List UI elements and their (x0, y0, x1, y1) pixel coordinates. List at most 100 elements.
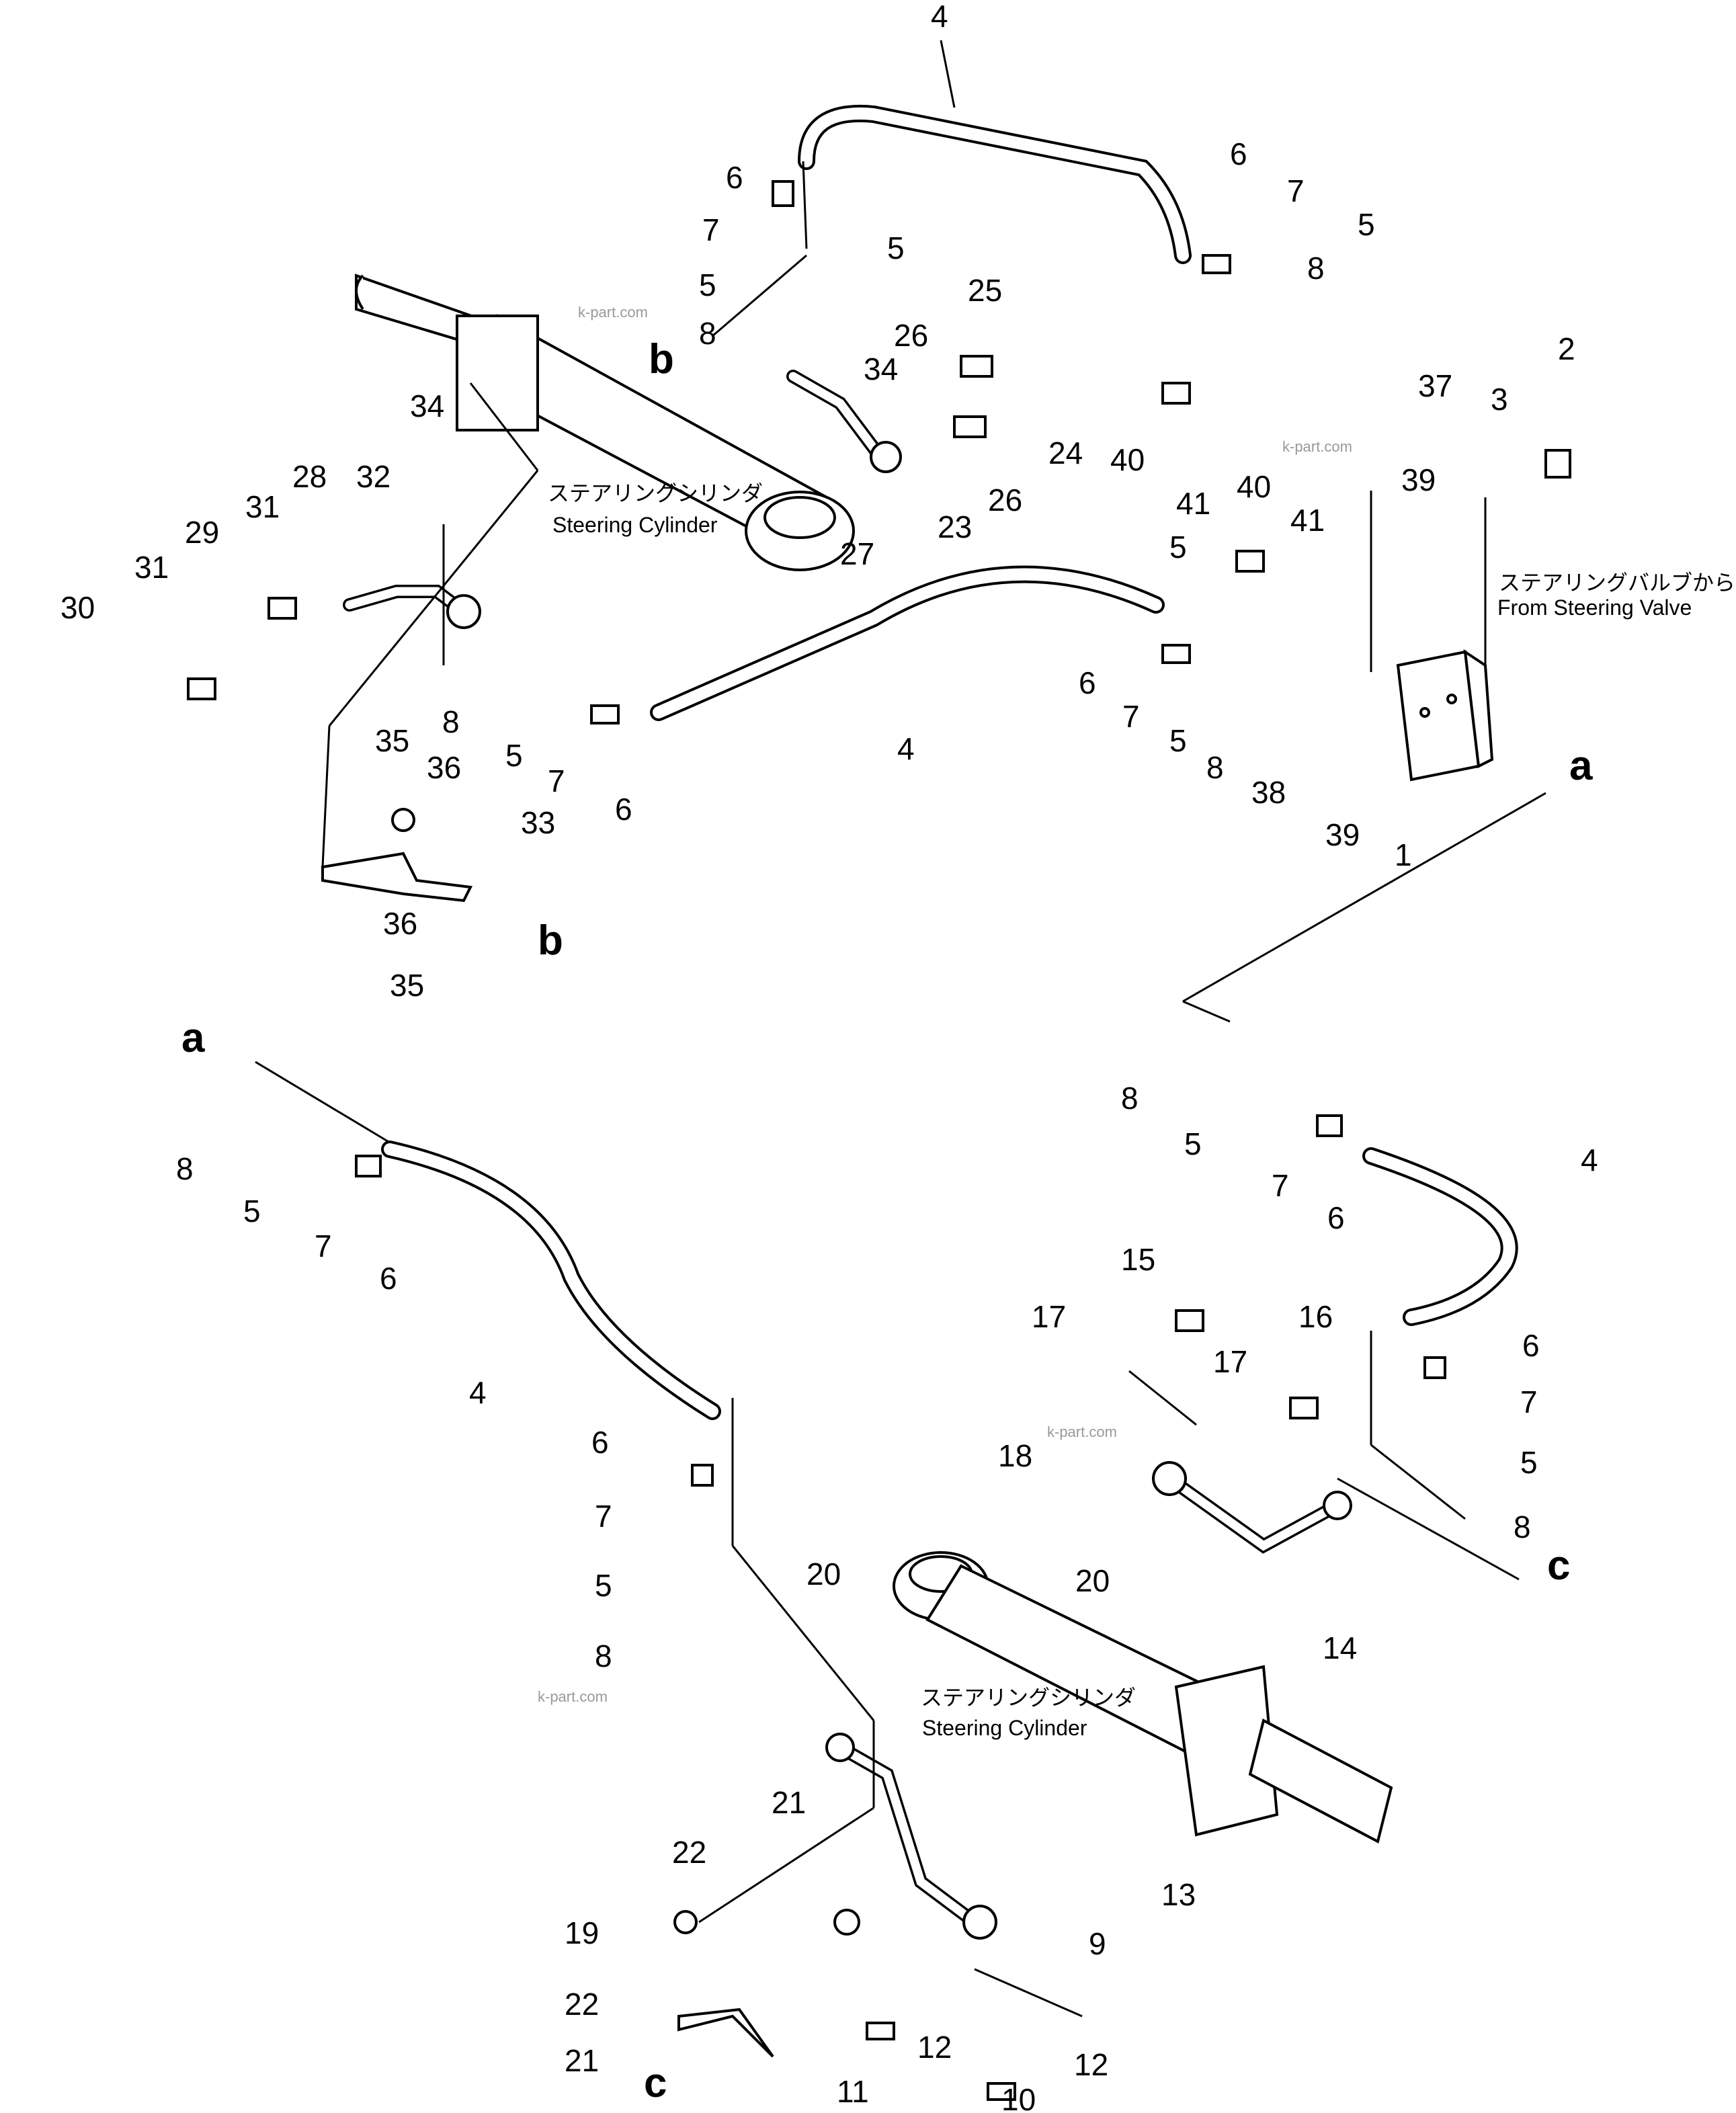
callout: 5 (243, 1194, 261, 1229)
letter-mark-a: a (1569, 743, 1593, 789)
watermarks: k-part.com k-part.com k-part.com k-part.… (538, 304, 1352, 1705)
letter-mark-b: b (538, 917, 563, 964)
callout: 27 (840, 536, 874, 571)
callout: 41 (1176, 486, 1210, 521)
callout: 5 (595, 1568, 612, 1603)
callout: 21 (565, 2043, 599, 2078)
callout: 40 (1110, 442, 1145, 477)
watermark: k-part.com (578, 304, 648, 321)
callout: 41 (1290, 503, 1325, 538)
callout: 7 (595, 1499, 612, 1534)
letter-mark-c: c (644, 2060, 667, 2106)
callout: 11 (837, 2074, 869, 2109)
callout: 8 (442, 704, 460, 739)
callout: 7 (1122, 699, 1140, 734)
callout: 40 (1237, 469, 1271, 504)
callout: 34 (864, 351, 898, 386)
callout: 16 (1298, 1299, 1333, 1334)
callout: 22 (565, 1987, 599, 2022)
callout: 8 (176, 1151, 194, 1186)
callout: 8 (1514, 1509, 1531, 1544)
callout: 8 (699, 316, 716, 351)
callout: 17 (1032, 1299, 1066, 1334)
callout: 10 (1001, 2082, 1036, 2113)
text-labels: ステアリングシリンダ Steering Cylinder ステアリングバルブから… (548, 481, 1735, 1740)
callout: 5 (1520, 1445, 1538, 1480)
letter-mark-c: c (1547, 1542, 1570, 1589)
cylinder-label-upper-jp: ステアリングシリンダ (548, 481, 763, 505)
callout: 12 (1074, 2047, 1108, 2082)
callouts: 4 6 7 5 5 8 25 26 34 24 26 23 27 6 7 5 8… (60, 0, 1598, 2113)
callout: 7 (1520, 1384, 1538, 1419)
callout: 1 (1395, 837, 1412, 872)
valve-label-jp: ステアリングバルブから (1499, 571, 1735, 595)
cylinder-label-lower-jp: ステアリングシリンダ (921, 1686, 1136, 1710)
tubes (343, 370, 1344, 1929)
callout: 35 (375, 723, 409, 758)
callout: 21 (772, 1785, 806, 1820)
callout: 20 (807, 1557, 841, 1591)
callout: 22 (672, 1835, 706, 1870)
leader-lines (255, 40, 1546, 2018)
callout: 8 (595, 1639, 612, 1673)
steering-cylinder-lower (893, 1551, 1393, 1843)
callout: 8 (1121, 1081, 1139, 1116)
callout: 38 (1251, 775, 1286, 810)
callout: 34 (410, 388, 444, 423)
callout: 33 (521, 805, 555, 840)
callout: 6 (726, 160, 743, 195)
callout: 8 (1307, 251, 1325, 286)
letter-mark-a: a (181, 1015, 205, 1061)
callout: 6 (1230, 136, 1247, 171)
callout: 6 (1327, 1200, 1345, 1235)
callout: 20 (1075, 1563, 1110, 1598)
callout: 2 (1558, 331, 1575, 366)
callout: 28 (292, 459, 327, 494)
callout: 6 (615, 792, 632, 827)
callout: 4 (897, 731, 915, 766)
letter-marks: b a b a c c (181, 336, 1593, 2106)
valve-block (1396, 649, 1494, 782)
hardware (187, 180, 1571, 2101)
cylinder-label-lower-en: Steering Cylinder (922, 1716, 1087, 1740)
callout: 7 (702, 212, 720, 247)
callout: 7 (1272, 1168, 1289, 1203)
callout: 5 (1169, 530, 1187, 565)
callout: 36 (383, 906, 417, 941)
callout: 39 (1325, 817, 1360, 852)
callout: 12 (917, 2030, 952, 2065)
callout: 5 (887, 231, 905, 265)
callout: 4 (931, 0, 948, 34)
callout: 5 (505, 738, 523, 773)
callout: 26 (988, 483, 1022, 517)
callout: 25 (968, 273, 1002, 308)
callout: 24 (1048, 436, 1083, 470)
watermark: k-part.com (538, 1688, 608, 1705)
callout: 7 (1287, 173, 1305, 208)
callout: 17 (1213, 1344, 1247, 1379)
callout: 35 (390, 968, 424, 1003)
callout: 14 (1323, 1630, 1357, 1665)
callout: 30 (60, 590, 95, 625)
callout: 6 (1079, 665, 1096, 700)
callout: 7 (315, 1229, 332, 1263)
callout: 6 (591, 1425, 609, 1460)
steering-cylinder-upper (355, 274, 855, 571)
callout: 32 (356, 459, 390, 494)
callout: 5 (699, 267, 716, 302)
callout: 36 (427, 750, 461, 785)
callout: 15 (1121, 1242, 1155, 1277)
callout: 4 (469, 1375, 487, 1410)
callout: 13 (1161, 1877, 1196, 1912)
callout: 5 (1169, 723, 1187, 758)
callout: 6 (1522, 1328, 1540, 1363)
callout: 19 (565, 1915, 599, 1950)
valve-label-en: From Steering Valve (1497, 595, 1692, 620)
callout: 9 (1089, 1926, 1106, 1961)
cylinder-label-upper-en: Steering Cylinder (552, 513, 718, 537)
callout: 6 (380, 1261, 397, 1296)
callout: 3 (1491, 382, 1508, 417)
watermark: k-part.com (1047, 1423, 1117, 1440)
callout: 31 (245, 489, 280, 524)
